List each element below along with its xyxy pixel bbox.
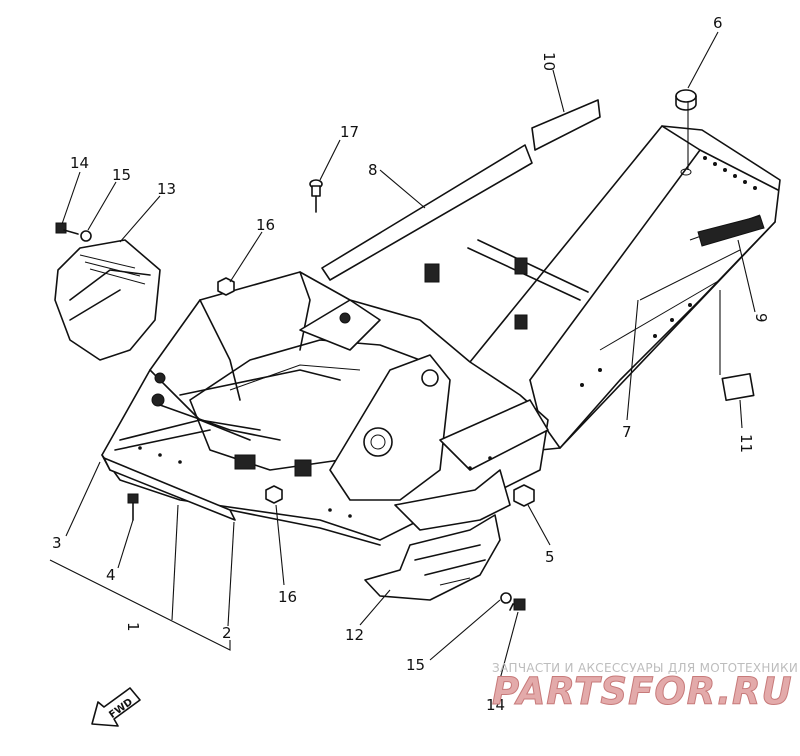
callout-2: 2 — [222, 624, 232, 642]
bolt-14-top — [55, 222, 79, 235]
reinforcement-strips — [321, 99, 601, 281]
callout-7: 7 — [622, 423, 632, 441]
lower-right-cover — [364, 469, 511, 601]
callout-17: 17 — [340, 123, 359, 141]
leader-lines — [49, 31, 756, 699]
callout-6: 6 — [713, 14, 723, 32]
nut-16-bottom — [265, 485, 283, 504]
callout-15-bottom: 15 — [406, 656, 425, 674]
callout-12: 12 — [345, 626, 364, 644]
callout-13: 13 — [157, 180, 176, 198]
callout-11: 11 — [737, 434, 755, 453]
bolt-4 — [127, 493, 139, 521]
callout-15-top: 15 — [112, 166, 131, 184]
callout-10: 10 — [540, 52, 558, 71]
callout-9: 9 — [752, 313, 770, 323]
rivet-17 — [309, 179, 323, 213]
callout-5: 5 — [545, 548, 555, 566]
callout-8: 8 — [368, 161, 378, 179]
label-11 — [721, 372, 755, 402]
callout-16-bottom: 16 — [278, 588, 297, 606]
front-frame — [101, 271, 549, 546]
callout-4: 4 — [106, 566, 116, 584]
nut-16-top — [217, 277, 235, 296]
callout-1: 1 — [124, 622, 142, 632]
callout-3: 3 — [52, 534, 62, 552]
callout-labels: 6 10 17 8 14 15 13 16 9 7 11 3 4 5 16 1 … — [52, 14, 770, 714]
watermark: ЗАПЧАСТИ И АКСЕССУАРЫ ДЛЯ МОТОТЕХНИКИ PA… — [492, 661, 798, 714]
watermark-tagline: ЗАПЧАСТИ И АКСЕССУАРЫ ДЛЯ МОТОТЕХНИКИ — [492, 661, 798, 675]
watermark-brand: PARTSFOR.RU — [492, 670, 793, 713]
washer-15-bottom — [500, 592, 512, 604]
callout-16-top: 16 — [256, 216, 275, 234]
forward-arrow: FWD — [91, 687, 141, 727]
nut-5 — [513, 484, 535, 507]
cap-6 — [675, 89, 697, 111]
bolt-14-bottom — [509, 598, 526, 611]
callout-14-bottom: 14 — [486, 696, 505, 714]
tunnel — [424, 125, 781, 453]
left-side-cover — [54, 239, 161, 361]
washer-15-top — [80, 230, 92, 242]
callout-14-top: 14 — [70, 154, 89, 172]
